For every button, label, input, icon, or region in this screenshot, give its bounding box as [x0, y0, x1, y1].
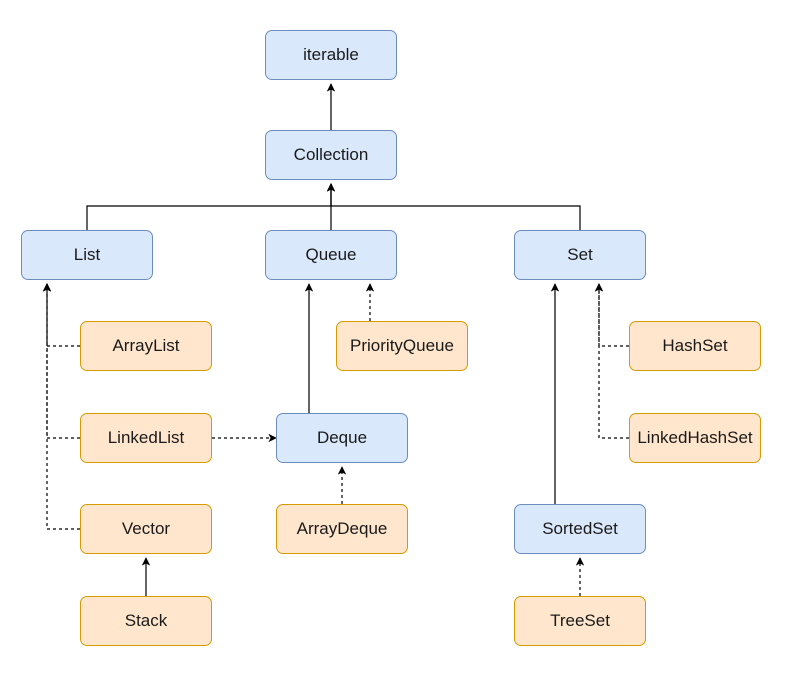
edge-linkedhashset-to-set: [594, 283, 629, 439]
node-treeset[interactable]: TreeSet: [514, 596, 646, 646]
node-iterable[interactable]: iterable: [265, 30, 397, 80]
node-arraydeque[interactable]: ArrayDeque: [276, 504, 408, 554]
edge-arraylist-to-list: [42, 283, 80, 347]
edge-set-to-collection: [326, 183, 581, 230]
node-deque[interactable]: Deque: [276, 413, 408, 463]
node-collection[interactable]: Collection: [265, 130, 397, 180]
edge-hashset-to-set: [594, 283, 629, 347]
node-list[interactable]: List: [21, 230, 153, 280]
node-stack[interactable]: Stack: [80, 596, 212, 646]
node-priorityqueue[interactable]: PriorityQueue: [336, 321, 468, 371]
node-queue[interactable]: Queue: [265, 230, 397, 280]
node-linkedhashset[interactable]: LinkedHashSet: [629, 413, 761, 463]
node-set[interactable]: Set: [514, 230, 646, 280]
edge-list-to-collection: [86, 183, 336, 230]
node-sortedset[interactable]: SortedSet: [514, 504, 646, 554]
node-arraylist[interactable]: ArrayList: [80, 321, 212, 371]
node-vector[interactable]: Vector: [80, 504, 212, 554]
edges: [42, 83, 629, 596]
edge-linkedlist-to-list: [42, 283, 80, 439]
edge-vector-to-list: [42, 283, 80, 530]
node-linkedlist[interactable]: LinkedList: [80, 413, 212, 463]
node-hashset[interactable]: HashSet: [629, 321, 761, 371]
